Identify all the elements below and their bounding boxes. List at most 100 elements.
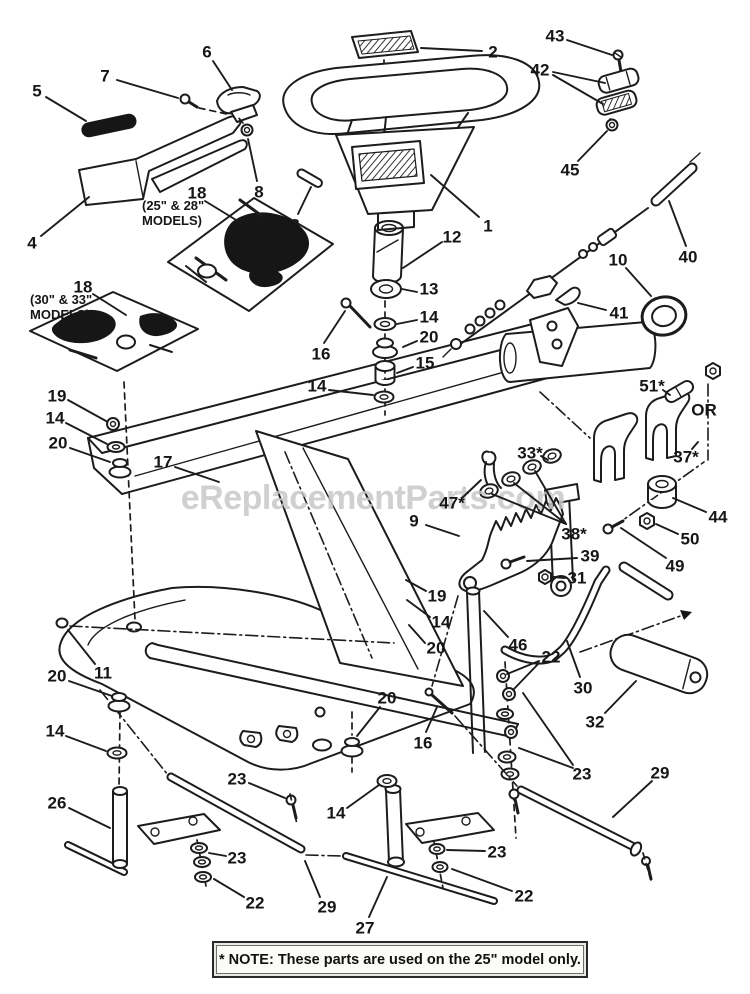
leader-line-29-57	[304, 860, 321, 898]
part-callout-30-43: 30	[574, 679, 593, 698]
grommet-drawing	[640, 295, 688, 337]
part-callout-20-25: 20	[49, 434, 68, 453]
leader-line-20-40	[408, 624, 426, 644]
model-note-30-33-line2: MODELS)	[30, 307, 90, 322]
leader-line-51-27	[662, 389, 671, 396]
part-callout-26-48: 26	[48, 794, 67, 813]
leader-line-23-55	[446, 849, 486, 852]
leader-line-29-54	[612, 780, 653, 818]
left-washer-stack-upper	[106, 381, 136, 621]
leader-line-27-58	[368, 876, 388, 918]
part-callout-14-24: 14	[46, 409, 65, 428]
leader-line-39-35	[526, 557, 578, 562]
part-callout-14-20: 14	[308, 377, 327, 396]
leader-line-16-49	[425, 706, 438, 733]
cable-clamp-group	[595, 49, 640, 132]
part-callout-10-14: 10	[609, 251, 628, 270]
steering-wheel-drawing	[282, 54, 541, 231]
leader-line-19-38	[405, 579, 427, 592]
leader-line-3-9	[297, 186, 312, 215]
leader-line-33-28	[540, 455, 549, 461]
leader-line-23-53	[522, 692, 574, 766]
rod-46-drawing	[465, 586, 486, 754]
leader-line-14-50	[346, 784, 380, 809]
leader-line-20-52	[356, 706, 381, 737]
steering-shaft-column	[340, 220, 404, 416]
note-box: * NOTE: These parts are used on the 25" …	[212, 941, 588, 978]
model-note-25-28-line1: (25" & 28"	[142, 198, 204, 213]
part-callout-15-18: 15	[416, 354, 435, 373]
clutch-cable-drawing	[442, 152, 701, 358]
leader-line-14-39	[406, 599, 431, 618]
leader-line-22-42	[506, 660, 540, 675]
leader-line-37-29	[691, 441, 699, 450]
leader-line-44-33	[672, 497, 707, 513]
wheel-cap-drawing	[351, 30, 419, 59]
leader-line-12-12	[402, 241, 443, 269]
part-callout-1-11: 1	[483, 217, 492, 236]
part-callout-11-45: 11	[94, 664, 112, 683]
leader-line-26-48	[68, 807, 111, 829]
pedal-bracket-drawing	[431, 383, 709, 687]
leader-line-38-32	[534, 470, 567, 525]
fork-clips-37	[593, 390, 691, 483]
leader-line-45-10	[577, 130, 608, 162]
leader-line-49-36	[620, 527, 667, 559]
leader-line-14-47	[65, 735, 107, 752]
leader-line-14-16	[396, 319, 418, 325]
leader-line-38-32	[513, 482, 567, 525]
leader-line-20-17	[402, 340, 418, 348]
lower-rail-drawing	[144, 642, 519, 748]
part-callout-17-26: 17	[154, 453, 173, 472]
part-callout-27-58: 27	[356, 919, 375, 938]
part-callout-50-34: 50	[681, 530, 700, 549]
leader-line-42-5	[552, 71, 606, 84]
leader-line-11-45	[67, 629, 96, 665]
leader-line-16-19	[323, 310, 346, 344]
leader-line-17-26	[174, 466, 220, 483]
leader-line-32-44	[604, 680, 637, 714]
leader-line-15-18	[396, 366, 414, 374]
plug-11-drawing	[55, 617, 395, 644]
part-callout-8-7: 8	[254, 183, 263, 202]
leader-line-18-22	[92, 293, 127, 316]
part-callout-5-0: 5	[32, 82, 41, 101]
pin-16-lower	[424, 687, 454, 715]
part-callout-20-40: 20	[427, 639, 446, 658]
part-callout-16-19: 16	[312, 345, 331, 364]
leader-line-38-32	[491, 493, 567, 525]
part-callout-2-3: 2	[488, 43, 497, 62]
part-callout-23-59: 23	[228, 849, 247, 868]
part-callout-14-47: 14	[46, 722, 65, 741]
leader-line-20-25	[69, 447, 111, 463]
leader-line-23-53	[518, 747, 574, 769]
model-note-30-33-line1: (30" & 33"	[30, 292, 92, 307]
part-callout-18-22: 18	[74, 278, 93, 297]
leader-line-42-5	[552, 74, 604, 105]
center-leg-27-drawing	[305, 784, 498, 905]
part-callout-37star-29: 37*	[673, 448, 699, 467]
bushing-44	[647, 475, 677, 509]
part-callout-20-17: 20	[420, 328, 439, 347]
frame-beam-drawing	[87, 316, 589, 495]
part-callout-14-39: 14	[432, 613, 451, 632]
leader-line-50-34	[655, 523, 679, 535]
part-callout-29-57: 29	[318, 898, 337, 917]
leader-line-19-23	[67, 399, 107, 422]
part-callout-43-4: 43	[546, 27, 565, 46]
part-callout-45-10: 45	[561, 161, 580, 180]
tie-rod-right-29	[454, 715, 653, 885]
part-callout-39-35: 39	[581, 547, 600, 566]
part-callout-3-9: 3	[290, 216, 299, 235]
shift-handle-drawing	[500, 561, 692, 665]
leader-line-2-3	[420, 47, 483, 52]
tie-rod-left-29	[99, 689, 306, 854]
cable-fitting-41	[555, 286, 581, 306]
part-callout-7-1: 7	[100, 67, 109, 86]
note-text: * NOTE: These parts are used on the 25" …	[216, 945, 584, 974]
leader-line-9-31	[425, 524, 460, 537]
leader-line-20-46	[68, 680, 113, 697]
or-label: OR	[691, 401, 717, 420]
leader-line-22-60	[213, 878, 245, 898]
